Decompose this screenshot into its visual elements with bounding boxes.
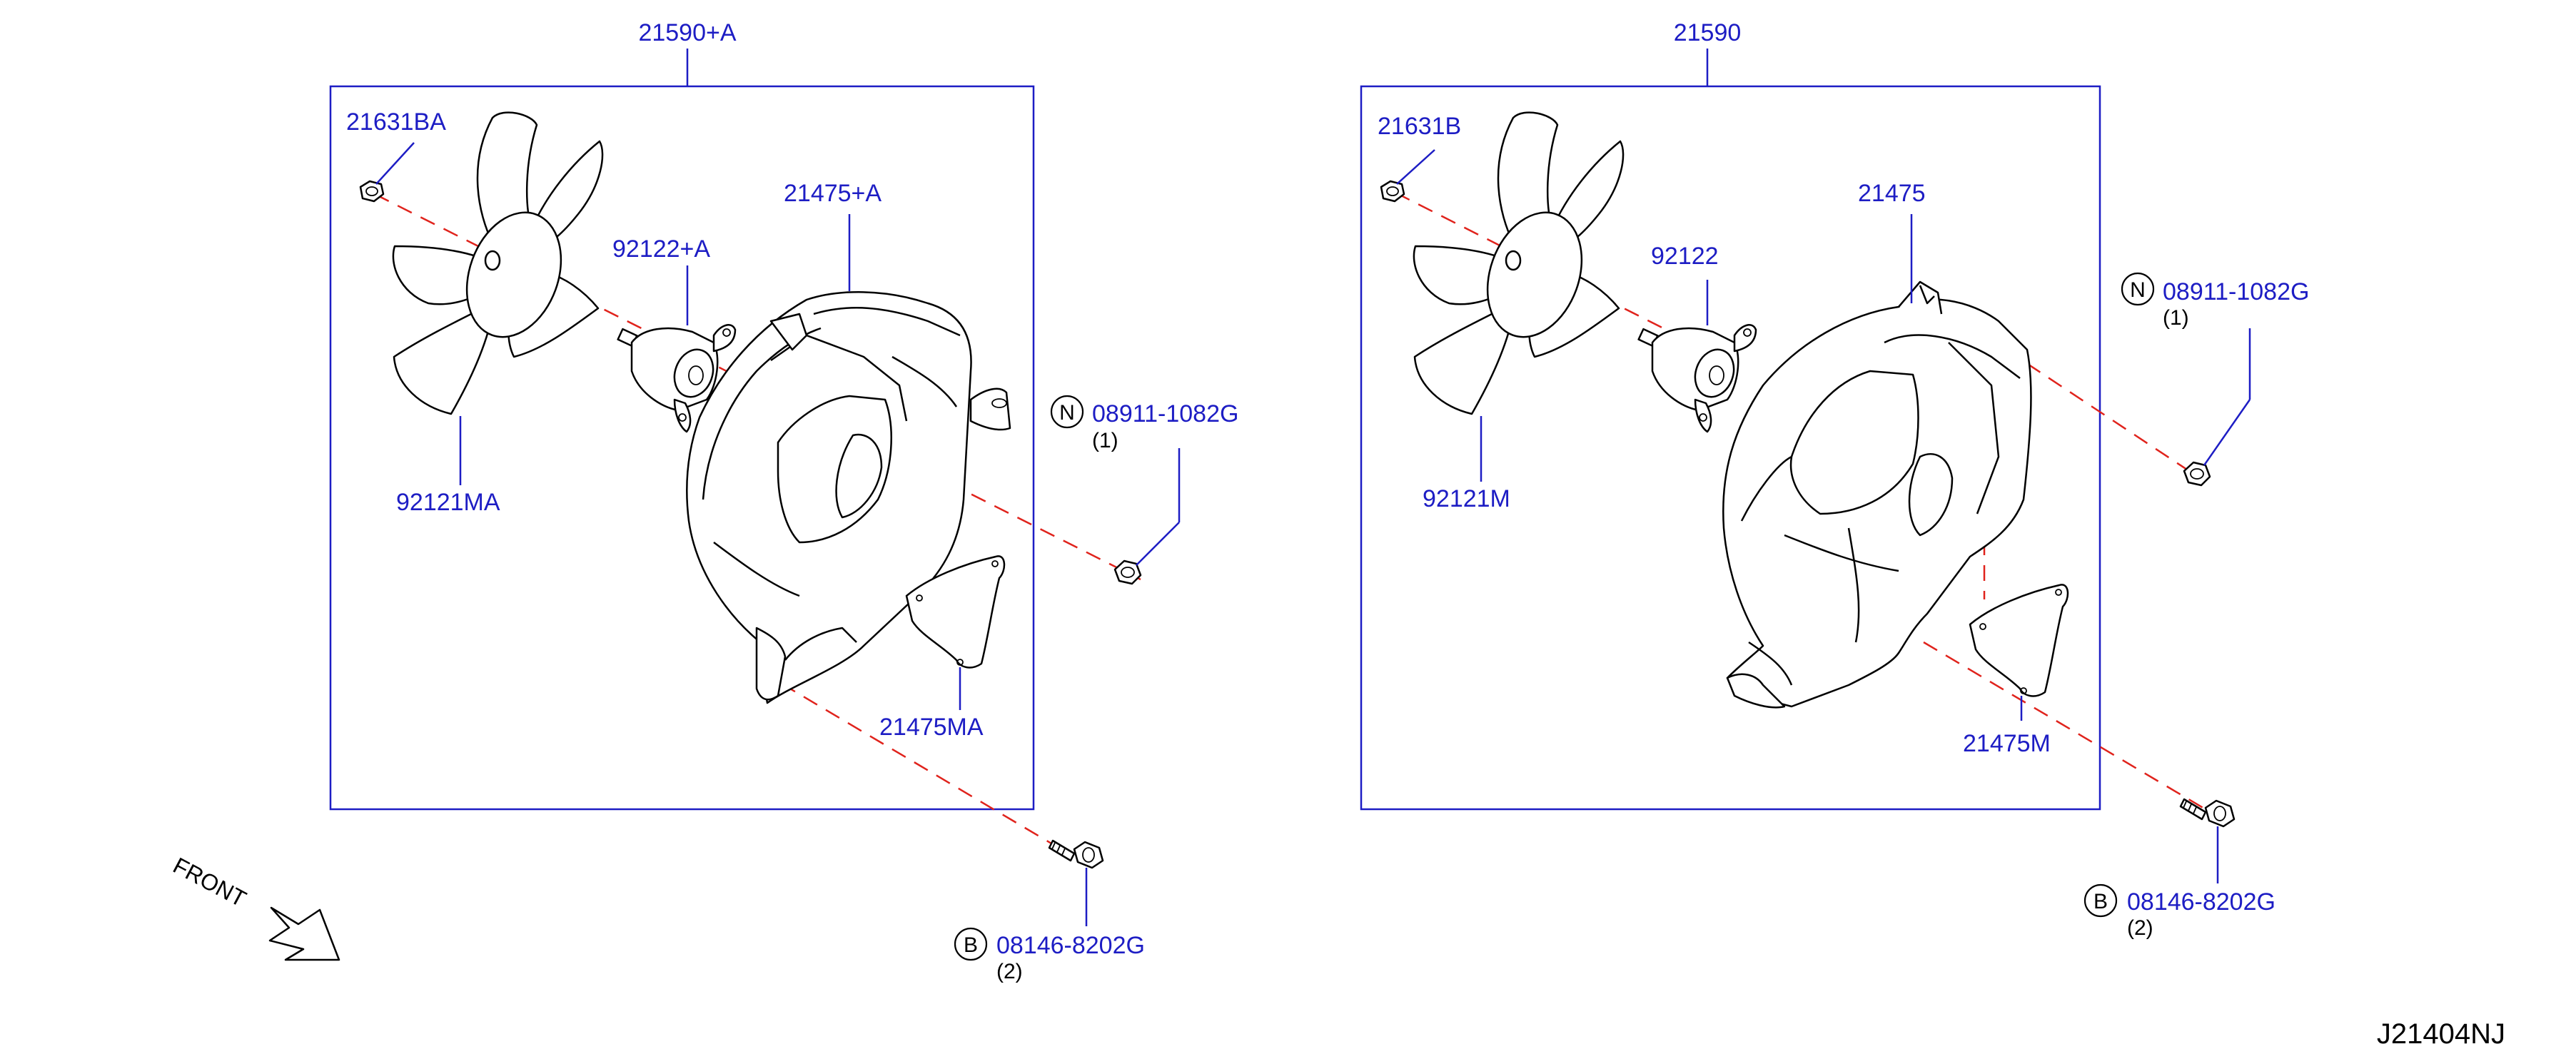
- right-fan-nut-icon[interactable]: [1380, 180, 1405, 203]
- left-shroud-label[interactable]: 21475+A: [784, 180, 882, 207]
- right-motor-icon[interactable]: [1637, 324, 1757, 433]
- left-nut-part-label[interactable]: 08911-1082G: [1092, 400, 1238, 427]
- right-shroud-label[interactable]: 21475: [1858, 180, 1926, 207]
- right-bolt-b-badge: B: [2083, 883, 2118, 918]
- diagram-code: J21404NJ: [2377, 1018, 2505, 1050]
- left-fan-blade-label[interactable]: 92121MA: [396, 489, 500, 516]
- right-cover-plate-icon[interactable]: [1969, 584, 2069, 697]
- left-fan-nut-label[interactable]: 21631BA: [346, 108, 446, 136]
- right-fan-nut-label[interactable]: 21631B: [1378, 113, 1461, 140]
- right-hex-nut-icon[interactable]: [2183, 461, 2211, 487]
- left-assembly-title[interactable]: 21590+A: [638, 19, 736, 46]
- left-assembly: 21590+A 21631BA 92121MA: [329, 19, 1238, 983]
- right-nut-qty: (1): [2163, 306, 2189, 330]
- left-bolt-axis: [781, 682, 1071, 856]
- right-fan-blade-icon[interactable]: [1413, 111, 1625, 415]
- left-bolt-icon[interactable]: [1048, 839, 1104, 869]
- right-shroud-icon[interactable]: [1722, 280, 2032, 709]
- left-nut-n-badge: N: [1050, 395, 1084, 429]
- left-assembly-frame: [329, 85, 1035, 811]
- front-indicator: FRONT: [169, 852, 340, 961]
- left-hex-nut-icon[interactable]: [1113, 559, 1142, 585]
- right-cover-plate-label[interactable]: 21475M: [1963, 730, 2051, 757]
- left-fan-blade-icon[interactable]: [392, 111, 604, 415]
- left-cover-plate-label[interactable]: 21475MA: [879, 714, 984, 741]
- right-assembly: 21590 21631B 92121M: [1360, 19, 2309, 940]
- right-motor-label[interactable]: 92122: [1651, 243, 1719, 270]
- front-label: FRONT: [169, 852, 251, 912]
- left-fan-nut-icon[interactable]: [359, 180, 385, 203]
- right-assembly-title[interactable]: 21590: [1674, 19, 1742, 46]
- left-motor-label[interactable]: 92122+A: [612, 235, 710, 263]
- left-motor-icon[interactable]: [617, 324, 737, 433]
- right-nut-n-badge: N: [2121, 272, 2155, 306]
- right-bolt-part-label[interactable]: 08146-8202G: [2127, 888, 2276, 916]
- left-nut-qty: (1): [1092, 429, 1118, 452]
- right-bolt-qty: (2): [2127, 916, 2153, 940]
- left-nut-circle-letter: N: [1059, 401, 1075, 425]
- front-arrow-icon: [268, 906, 340, 961]
- left-bolt-qty: (2): [996, 960, 1023, 983]
- left-bolt-b-badge: B: [954, 927, 988, 961]
- left-bolt-circle-letter: B: [964, 933, 978, 957]
- right-bolt-icon[interactable]: [2179, 798, 2236, 828]
- right-bolt-axis: [1923, 641, 2213, 815]
- left-bolt-part-label[interactable]: 08146-8202G: [996, 932, 1145, 959]
- left-cover-plate-icon[interactable]: [905, 555, 1006, 669]
- right-nut-circle-letter: N: [2130, 278, 2146, 302]
- right-assembly-frame: [1360, 85, 2101, 811]
- right-nut-part-label[interactable]: 08911-1082G: [2163, 278, 2309, 305]
- right-bolt-circle-letter: B: [2093, 890, 2108, 913]
- left-shroud-icon[interactable]: [685, 291, 1011, 704]
- right-fan-blade-label[interactable]: 92121M: [1423, 485, 1510, 512]
